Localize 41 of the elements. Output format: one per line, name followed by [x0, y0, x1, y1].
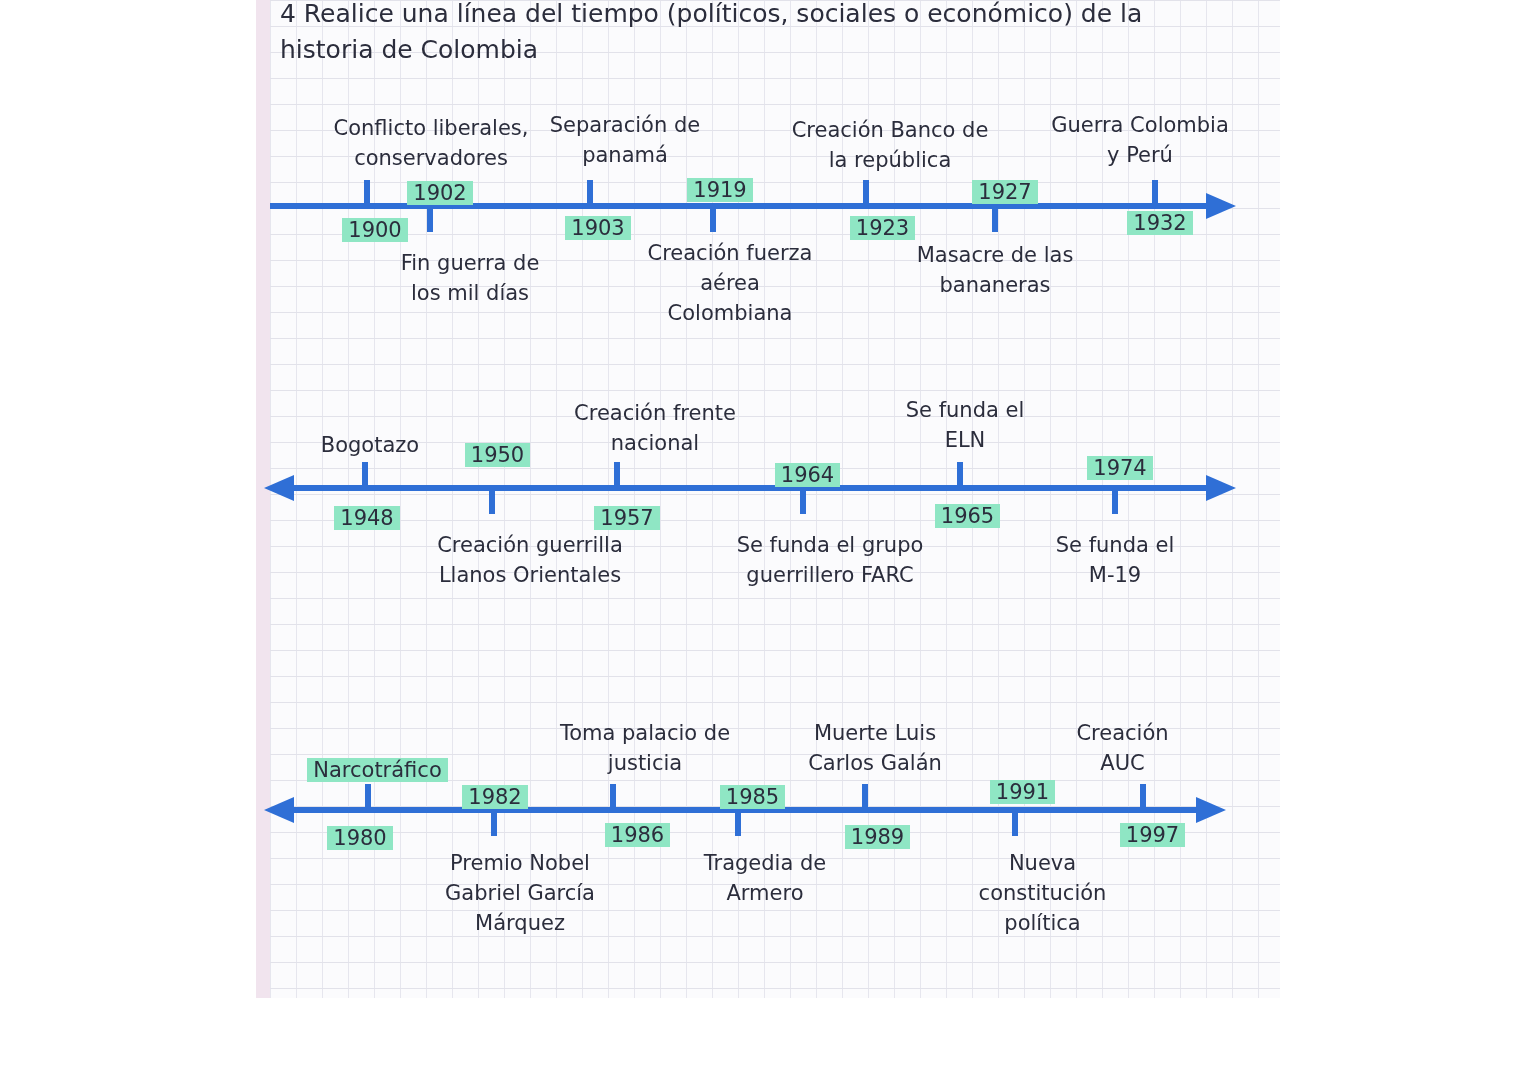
event-label: Se funda el grupo guerrillero FARC — [736, 533, 924, 587]
event-label: Creación Banco de la república — [791, 118, 989, 172]
highlighted-label: 1974 — [1087, 456, 1153, 480]
highlighted-label: 1965 — [934, 504, 1001, 528]
highlighted-label: 1919 — [687, 178, 753, 202]
highlighted-label: 1932 — [1127, 211, 1193, 235]
event-label: Muerte Luis Carlos Galán — [808, 721, 942, 775]
event-label: Guerra Colombia y Perú — [1051, 113, 1229, 167]
event-label: Creación guerrilla Llanos Orientales — [437, 533, 623, 587]
highlighted-label: 1997 — [1119, 823, 1186, 847]
highlighted-label: 1903 — [565, 216, 631, 240]
event-label: Creación frente nacional — [574, 401, 736, 455]
event-label: Creación fuerza aérea Colombiana — [647, 241, 813, 325]
event-label: Toma palacio de justicia — [559, 721, 731, 775]
highlighted-label: Narcotráfico — [307, 758, 448, 782]
title: 4 Realice una línea del tiempo (políticos, sociales o económico) de la historia de Colombia — [280, 0, 1144, 66]
highlighted-label: 1927 — [972, 180, 1038, 204]
highlighted-label: 1948 — [334, 506, 400, 530]
event-label: Bogotazo — [320, 433, 420, 457]
event-label: Se funda el ELN — [905, 398, 1025, 452]
highlighted-label: 1923 — [849, 216, 916, 240]
highlighted-label: 1986 — [604, 823, 671, 847]
event-label: Creación AUC — [1076, 721, 1169, 775]
event-label: Conflicto liberales, conservadores — [333, 116, 529, 170]
event-label: Masacre de las bananeras — [916, 243, 1074, 297]
highlighted-label: 1957 — [594, 506, 660, 530]
highlighted-label: 1900 — [342, 218, 408, 242]
event-label: Nueva constitución política — [978, 851, 1107, 935]
event-label: Fin guerra de los mil días — [400, 251, 540, 305]
highlighted-label: 1982 — [462, 785, 528, 809]
highlighted-label: 1964 — [774, 463, 841, 487]
highlighted-label: 1985 — [719, 785, 786, 809]
highlighted-label: 1902 — [407, 181, 473, 205]
event-label: Premio Nobel Gabriel García Márquez — [445, 851, 595, 935]
highlighted-label: 1980 — [327, 826, 393, 850]
event-label: Tragedia de Armero — [703, 851, 827, 905]
event-label: Separación de panamá — [549, 113, 701, 167]
event-label: Se funda el M-19 — [1055, 533, 1175, 587]
highlighted-label: 1991 — [989, 780, 1056, 804]
highlighted-label: 1950 — [464, 443, 531, 467]
highlighted-label: 1989 — [844, 825, 911, 849]
